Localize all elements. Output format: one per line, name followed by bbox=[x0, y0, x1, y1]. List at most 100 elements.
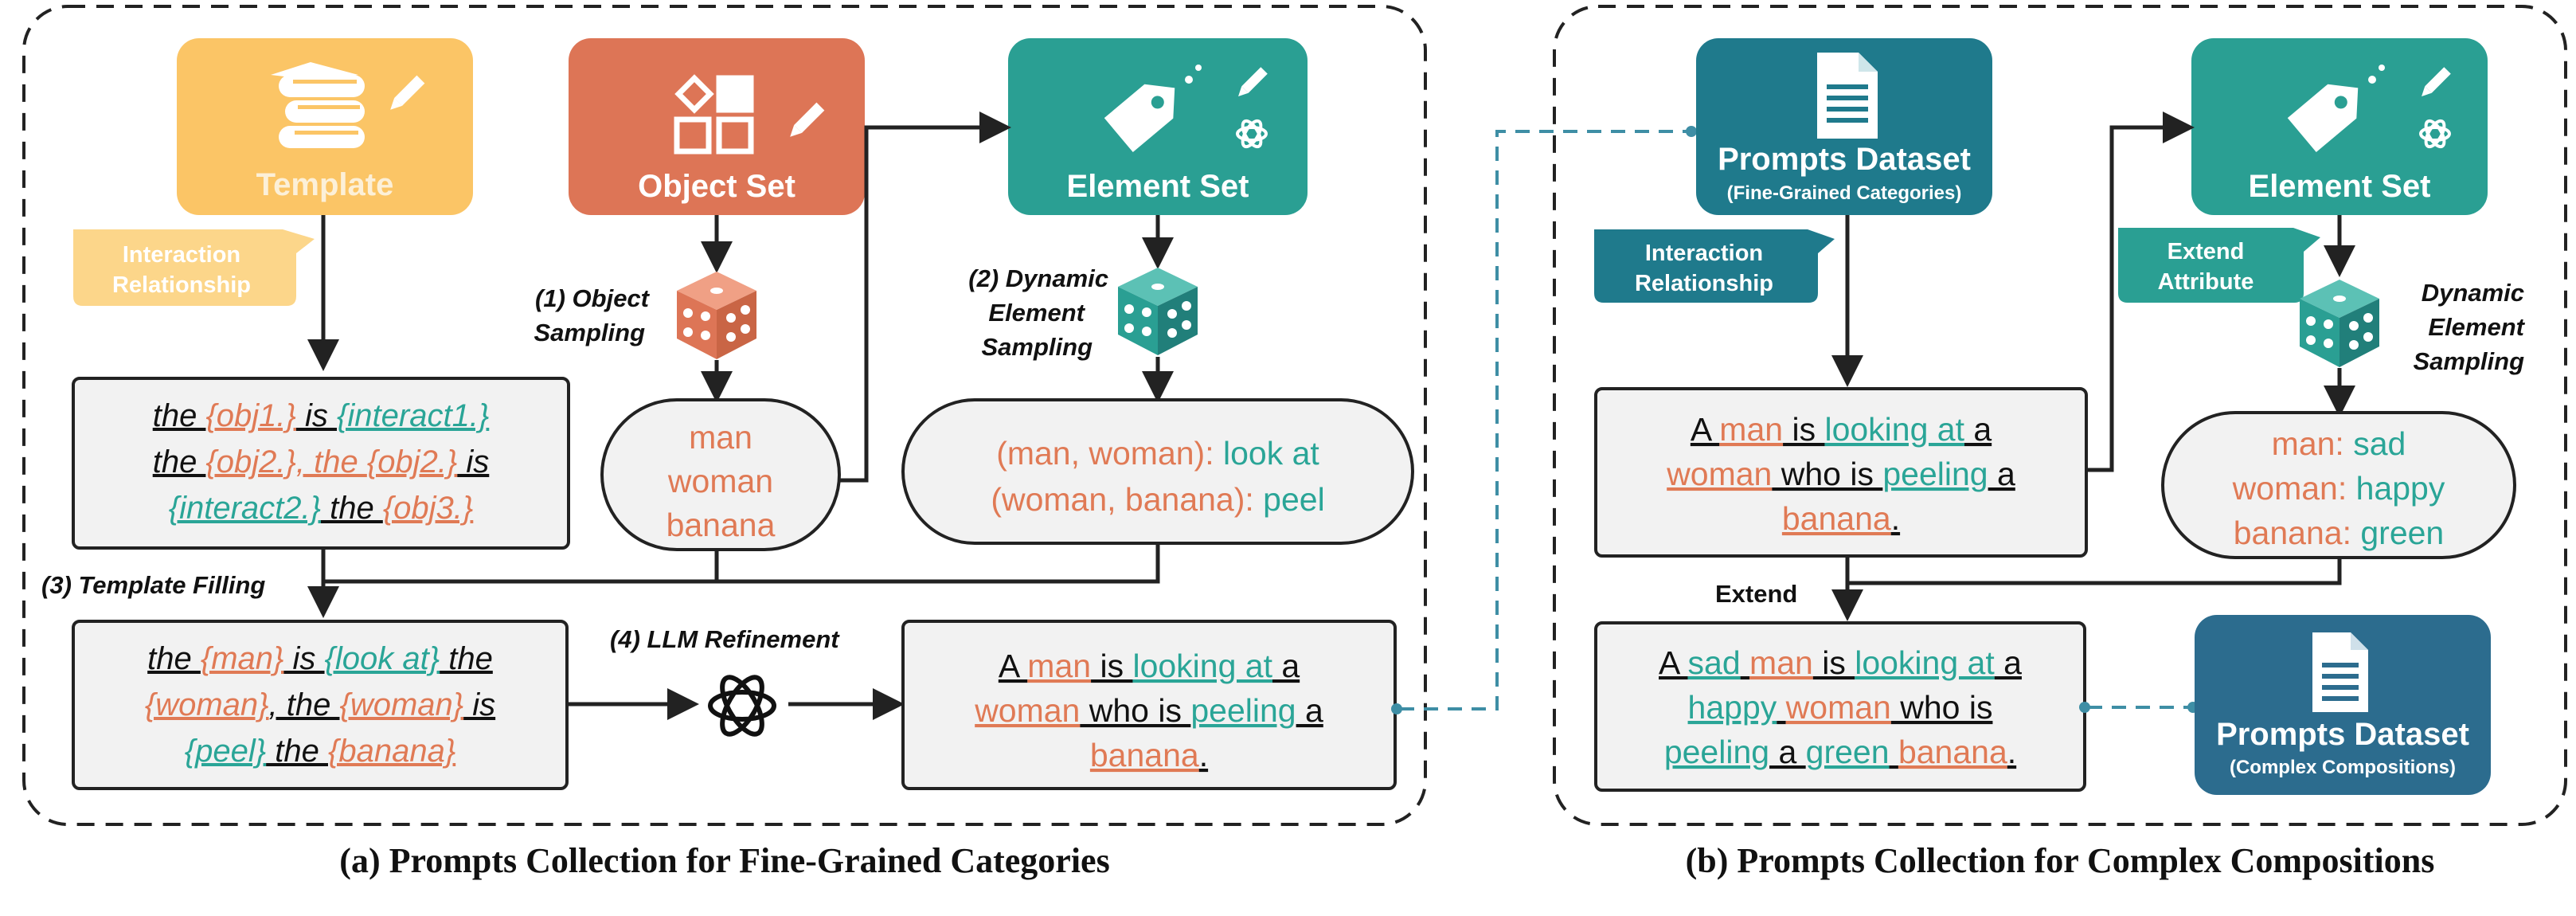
object-set-card: Object Set bbox=[569, 38, 865, 215]
composed-prompt-text-segment: looking at bbox=[1855, 644, 1995, 681]
filled-template-text-segment: , the bbox=[269, 687, 340, 722]
arrow-objects-to-element-set bbox=[839, 112, 1011, 483]
attribute-item-segment: sad bbox=[2353, 425, 2406, 462]
refined-prompt-text-segment: looking at bbox=[1132, 648, 1272, 684]
source-prompt-text-segment: is bbox=[1783, 411, 1824, 448]
extend-tag-line2: Attribute bbox=[2158, 269, 2254, 295]
step1-line2: Sampling bbox=[534, 319, 645, 346]
element-item-line: (man, woman): look at bbox=[996, 435, 1319, 472]
interaction-tag-a-line1: Interaction bbox=[123, 242, 240, 268]
template-text-line: the {obj1.} is {interact1.} bbox=[153, 398, 490, 433]
template-text: the {obj1.} is {interact1.} the {obj2.}, … bbox=[153, 398, 490, 526]
arrow-source-to-element-set bbox=[2086, 112, 2195, 472]
source-prompt-text-segment: a bbox=[1964, 411, 1992, 448]
step3-label: (3) Template Filling bbox=[41, 571, 265, 599]
refined-prompt-text-segment: A bbox=[999, 648, 1027, 684]
composed-prompt-text-segment bbox=[1777, 689, 1785, 726]
refined-prompt-text-segment: woman bbox=[974, 692, 1080, 729]
object-set-label: Object Set bbox=[638, 169, 795, 204]
step2-line2: Element bbox=[988, 299, 1085, 327]
composed-prompt-text-segment: woman bbox=[1785, 689, 1891, 726]
dashed-link-a-to-b bbox=[1400, 130, 1691, 710]
source-prompt-text-segment: . bbox=[1891, 500, 1900, 537]
template-text-line: {interact2.} the {obj3.} bbox=[169, 491, 474, 526]
object-item: man bbox=[689, 419, 752, 456]
gpt-logo-icon bbox=[2419, 119, 2451, 149]
template-text-segment: is bbox=[457, 444, 489, 480]
attribute-item-segment: happy bbox=[2356, 470, 2445, 507]
dice-icon bbox=[677, 272, 756, 359]
tag-icon bbox=[2287, 84, 2359, 153]
output-dataset-sublabel: (Complex Compositions) bbox=[2230, 757, 2456, 778]
element-set-card-a: Element Set bbox=[1008, 38, 1308, 215]
dynamic-line3: Sampling bbox=[2413, 347, 2524, 375]
filled-template-text-segment: {woman} bbox=[145, 687, 269, 722]
caption-b: (b) Prompts Collection for Complex Compo… bbox=[1686, 841, 2435, 880]
element-list: (man, woman): look at (woman, banana): pe… bbox=[991, 435, 1324, 518]
source-prompt-text-line: A man is looking at a bbox=[1691, 411, 1992, 448]
attribute-item-segment: green bbox=[2360, 515, 2444, 551]
filled-template-text-segment: the bbox=[266, 734, 328, 769]
refined-prompt-text-segment: man bbox=[1027, 648, 1091, 684]
refined-prompt-text-line: woman who is peeling a bbox=[974, 692, 1323, 729]
element-item-segment: look at bbox=[1223, 435, 1319, 472]
step4-label: (4) LLM Refinement bbox=[610, 625, 840, 653]
composed-prompt-text-segment: green bbox=[1806, 734, 1890, 770]
template-text-line: the {obj2.}, the {obj2.} is bbox=[153, 444, 490, 480]
element-item-segment: (woman, banana): bbox=[991, 481, 1263, 518]
books-icon bbox=[271, 62, 365, 148]
element-item-segment: peel bbox=[1263, 481, 1325, 518]
filled-template-text-line: {peel} the {banana} bbox=[185, 734, 455, 769]
composed-prompt-text-segment: a bbox=[1769, 734, 1806, 770]
sparkle-dot bbox=[2368, 76, 2376, 84]
composed-prompt-text-line: peeling a green banana. bbox=[1664, 734, 2016, 770]
template-card: Template bbox=[177, 38, 473, 215]
extend-attribute-tag: Extend Attribute bbox=[2118, 228, 2320, 303]
source-prompt-text-segment: a bbox=[1988, 456, 2015, 492]
template-text-segment: is bbox=[296, 398, 337, 433]
refined-prompt-text-segment: who is bbox=[1080, 692, 1190, 729]
gpt-logo-icon bbox=[1236, 119, 1268, 149]
step2-line1: (2) Dynamic bbox=[968, 264, 1108, 292]
composed-prompt-text-line: happy woman who is bbox=[1688, 689, 1993, 726]
connector-dot bbox=[1686, 126, 1697, 137]
attribute-list-pill bbox=[2161, 411, 2516, 559]
composed-prompt-text-segment: sad bbox=[1688, 644, 1741, 681]
sparkle-dot bbox=[1195, 65, 1202, 71]
attribute-list: man: sad woman: happy banana: green bbox=[2232, 425, 2445, 551]
attribute-item-line: man: sad bbox=[2272, 425, 2406, 462]
connector-dot bbox=[2079, 702, 2090, 713]
refined-prompt-text-segment: banana bbox=[1090, 737, 1199, 773]
filled-template-text-line: the {man} is {look at} the bbox=[147, 641, 493, 676]
filled-template-text-line: {woman}, the {woman} is bbox=[145, 687, 495, 722]
shapes-icon bbox=[674, 74, 754, 155]
attribute-item-segment: woman: bbox=[2232, 470, 2356, 507]
interaction-tag-b: Interaction Relationship bbox=[1594, 229, 1835, 303]
template-text-segment: the bbox=[153, 444, 206, 480]
interaction-tag-b-line2: Relationship bbox=[1635, 271, 1773, 296]
dynamic-sampling-label-b: Dynamic Element Sampling bbox=[2413, 279, 2525, 375]
composed-prompt-text-segment: man bbox=[1749, 644, 1813, 681]
filled-template-text-segment: {woman} bbox=[339, 687, 463, 722]
prompts-dataset-card: Prompts Dataset (Fine-Grained Categories… bbox=[1696, 38, 1992, 215]
filled-template-text-segment: {man} bbox=[201, 641, 284, 676]
template-text-segment: {interact1.} bbox=[337, 398, 489, 433]
output-dataset-card: Prompts Dataset (Complex Compositions) bbox=[2195, 615, 2491, 795]
dice-icon bbox=[1118, 268, 1198, 355]
template-text-segment: the bbox=[321, 491, 383, 526]
interaction-tag-a: Interaction Relationship bbox=[73, 229, 315, 306]
source-prompt-text-segment: looking at bbox=[1824, 411, 1964, 448]
element-list-pill bbox=[901, 398, 1414, 545]
composed-prompt-text-segment: banana bbox=[1898, 734, 2007, 770]
template-text-segment: {obj1.} bbox=[205, 398, 295, 433]
composed-prompt-text-segment: a bbox=[1995, 644, 2022, 681]
document-icon bbox=[1817, 53, 1878, 139]
template-text-segment: {obj2.} bbox=[367, 444, 457, 480]
step2-label: (2) Dynamic Element Sampling bbox=[968, 264, 1108, 361]
composed-prompt-text-segment bbox=[1741, 644, 1749, 681]
attribute-item-line: banana: green bbox=[2234, 515, 2444, 551]
source-prompt-text-line: banana. bbox=[1782, 500, 1900, 537]
